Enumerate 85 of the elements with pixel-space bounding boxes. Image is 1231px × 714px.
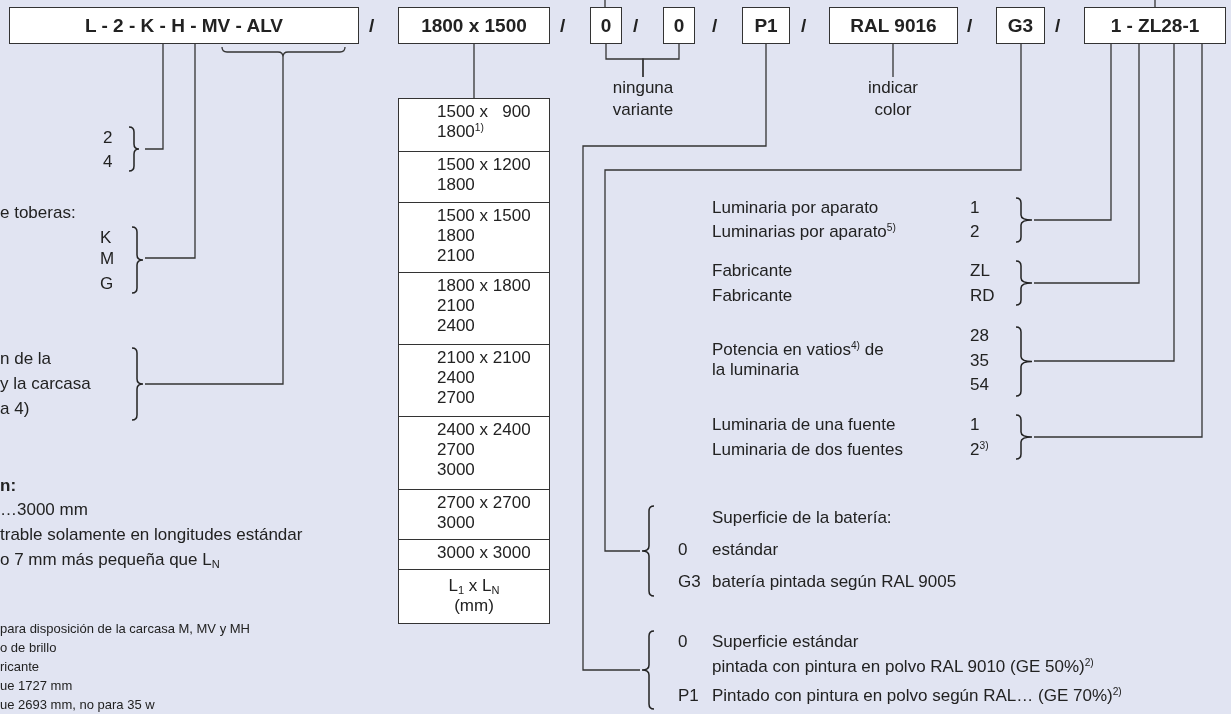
option-text: Fabricante bbox=[712, 261, 793, 281]
option-text: y la carcasa bbox=[0, 374, 91, 394]
table-row: 2700 x 2700 3000 bbox=[399, 489, 549, 539]
note-text: indicar color bbox=[866, 77, 920, 121]
separator-slash: / bbox=[712, 14, 718, 37]
option-text: n de la bbox=[0, 349, 52, 369]
table-row: 2100 x 2100 2400 2700 bbox=[399, 344, 549, 416]
note-text: trable solamente en longitudes estándar bbox=[0, 525, 303, 545]
table-row: 1500 x 1200 1800 bbox=[399, 151, 549, 202]
option-code: 28 bbox=[970, 326, 989, 346]
note-text: …3000 mm bbox=[0, 500, 88, 520]
table-row: 2400 x 2400 2700 3000 bbox=[399, 416, 549, 489]
leader-line bbox=[1033, 43, 1203, 438]
footnote: ue 2693 mm, no para 35 w bbox=[0, 697, 155, 713]
separator-slash: / bbox=[801, 14, 807, 37]
option-heading: Superficie de la batería: bbox=[712, 508, 892, 528]
option-code: 1 bbox=[970, 198, 980, 218]
leader-line bbox=[582, 43, 767, 671]
option-code: G bbox=[100, 274, 114, 294]
leader-line bbox=[1033, 43, 1175, 362]
note-heading: n: bbox=[0, 476, 17, 496]
option-code: 0 bbox=[678, 540, 688, 560]
leader-line bbox=[144, 43, 164, 150]
leader-line bbox=[604, 0, 606, 8]
table-row: 1800 x 1800 2100 2400 bbox=[399, 272, 549, 344]
code-field: P1 bbox=[742, 7, 790, 44]
leader-line bbox=[473, 43, 475, 99]
table-row: 1500 x 1500 1800 2100 bbox=[399, 202, 549, 272]
option-text: a 4) bbox=[0, 399, 30, 419]
footnote: ue 1727 mm bbox=[0, 678, 73, 694]
option-text: estándar bbox=[712, 540, 779, 560]
leader-line bbox=[1033, 43, 1140, 284]
option-text: Luminaria de una fuente bbox=[712, 415, 896, 435]
code-field: 0 bbox=[663, 7, 695, 44]
option-code: K bbox=[100, 228, 112, 248]
table-row: 1500 x 900 1800$^{1)}$ bbox=[399, 99, 549, 151]
option-code: 2$^{3)}$ bbox=[970, 440, 989, 460]
code-field: 1 - ZL28-1 bbox=[1084, 7, 1226, 44]
code-field: 1800 x 1500 bbox=[398, 7, 550, 44]
separator-slash: / bbox=[1055, 14, 1061, 37]
option-text: Luminaria por aparato bbox=[712, 198, 879, 218]
option-code: 2 bbox=[970, 222, 980, 242]
note-text: o 7 mm más pequeña que L$_{N}$ bbox=[0, 550, 220, 570]
code-field: L - 2 - K - H - MV - ALV bbox=[9, 7, 359, 44]
option-code: G3 bbox=[678, 572, 701, 592]
separator-slash: / bbox=[560, 14, 566, 37]
code-field: RAL 9016 bbox=[829, 7, 958, 44]
option-code: 0 bbox=[678, 632, 688, 652]
option-text: Fabricante bbox=[712, 286, 793, 306]
option-code: 54 bbox=[970, 375, 989, 395]
option-heading: e toberas: bbox=[0, 203, 76, 223]
option-code: 4 bbox=[103, 152, 113, 172]
option-code: ZL bbox=[970, 261, 990, 281]
option-code: RD bbox=[970, 286, 995, 306]
table-row: L$_{1}$ x L$_{N}$ (mm) bbox=[399, 569, 549, 625]
code-field: 0 bbox=[590, 7, 622, 44]
footnote: para disposición de la carcasa M, MV y MH bbox=[0, 621, 250, 637]
option-text: batería pintada según RAL 9005 bbox=[712, 572, 957, 592]
table-row: 3000 x 3000 bbox=[399, 539, 549, 569]
note-text: ninguna variante bbox=[611, 77, 675, 121]
footnote: o de brillo bbox=[0, 640, 57, 656]
leader-line bbox=[892, 43, 894, 78]
code-field: G3 bbox=[996, 7, 1045, 44]
option-text: Luminaria de dos fuentes bbox=[712, 440, 903, 460]
separator-slash: / bbox=[633, 14, 639, 37]
option-text: Potencia en vatios$^{4)}$ de la luminaria bbox=[712, 340, 885, 380]
footnote: ricante bbox=[0, 659, 40, 675]
option-code: P1 bbox=[678, 686, 699, 706]
option-code: M bbox=[100, 249, 115, 269]
leader-line bbox=[1033, 43, 1112, 221]
leader-line bbox=[144, 43, 196, 259]
option-text: pintada con pintura en polvo RAL 9010 (GE 50%)$^{2)}$ bbox=[712, 657, 1094, 677]
option-code: 1 bbox=[970, 415, 980, 435]
separator-slash: / bbox=[369, 14, 375, 37]
separator-slash: / bbox=[967, 14, 973, 37]
leader-line bbox=[642, 43, 680, 78]
option-text: Pintado con pintura en polvo según RAL… (GE 70%)$^{2)}$ bbox=[712, 686, 1122, 706]
option-code: 2 bbox=[103, 128, 113, 148]
leader-line bbox=[604, 43, 1022, 552]
option-text: Superficie estándar bbox=[712, 632, 859, 652]
size-table bbox=[398, 98, 550, 624]
option-code: 35 bbox=[970, 351, 989, 371]
brace-leader-line bbox=[144, 46, 346, 385]
option-text: Luminarias por aparato$^{5)}$ bbox=[712, 222, 896, 242]
leader-line bbox=[1154, 0, 1156, 8]
